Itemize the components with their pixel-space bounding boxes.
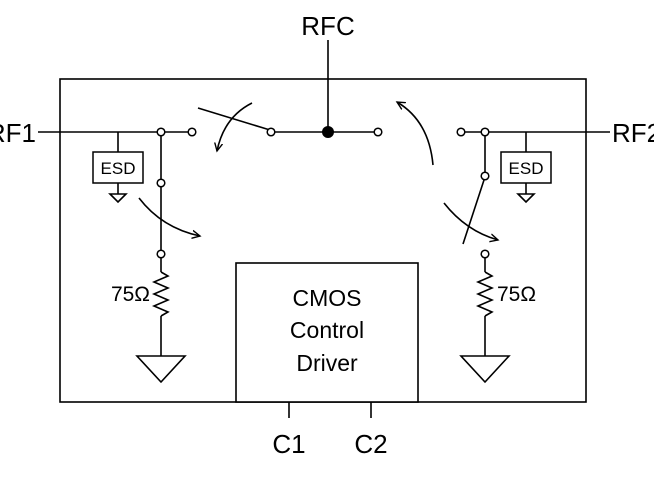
right-esd-label: ESD — [509, 159, 544, 178]
left-ground-icon — [135, 355, 187, 384]
c1-label: C1 — [272, 429, 305, 459]
right-ground-icon — [459, 355, 511, 384]
left-series-arrow — [217, 102, 253, 151]
right-series-arrow — [397, 102, 434, 166]
c2-label: C2 — [354, 429, 387, 459]
driver-box — [235, 262, 419, 403]
left-esd-box — [92, 151, 144, 184]
driver-line3: Driver — [296, 350, 358, 376]
rf2-label: RF2 — [612, 118, 654, 148]
c2-pin: C2 — [354, 402, 388, 459]
left-shunt-branch: 75Ω — [111, 136, 187, 384]
left-series-switch — [156, 107, 276, 137]
left-resistor-label: 75Ω — [111, 283, 150, 306]
left-resistor-icon — [151, 271, 171, 317]
right-shunt-branch: 75Ω — [459, 136, 536, 384]
left-esd-ground-icon — [108, 193, 128, 204]
right-resistor-icon — [475, 271, 495, 317]
driver-line1: CMOS — [293, 285, 362, 311]
left-esd: ESD — [92, 132, 144, 204]
right-shunt-arrow — [443, 202, 498, 240]
right-esd-box — [500, 151, 552, 184]
c1-pin: C1 — [272, 402, 306, 459]
driver-line2: Control — [290, 317, 364, 343]
left-esd-label: ESD — [101, 159, 136, 178]
right-esd-ground-icon — [516, 193, 536, 204]
right-series-switch — [373, 127, 490, 137]
cmos-control-driver: CMOS Control Driver — [235, 262, 419, 403]
right-resistor-label: 75Ω — [497, 283, 536, 306]
rfc-label: RFC — [301, 11, 354, 41]
rfc-pin: RFC — [301, 11, 355, 138]
right-esd: ESD — [500, 132, 552, 204]
left-shunt-arrow — [138, 197, 200, 236]
rf1-label: RF1 — [0, 118, 36, 148]
